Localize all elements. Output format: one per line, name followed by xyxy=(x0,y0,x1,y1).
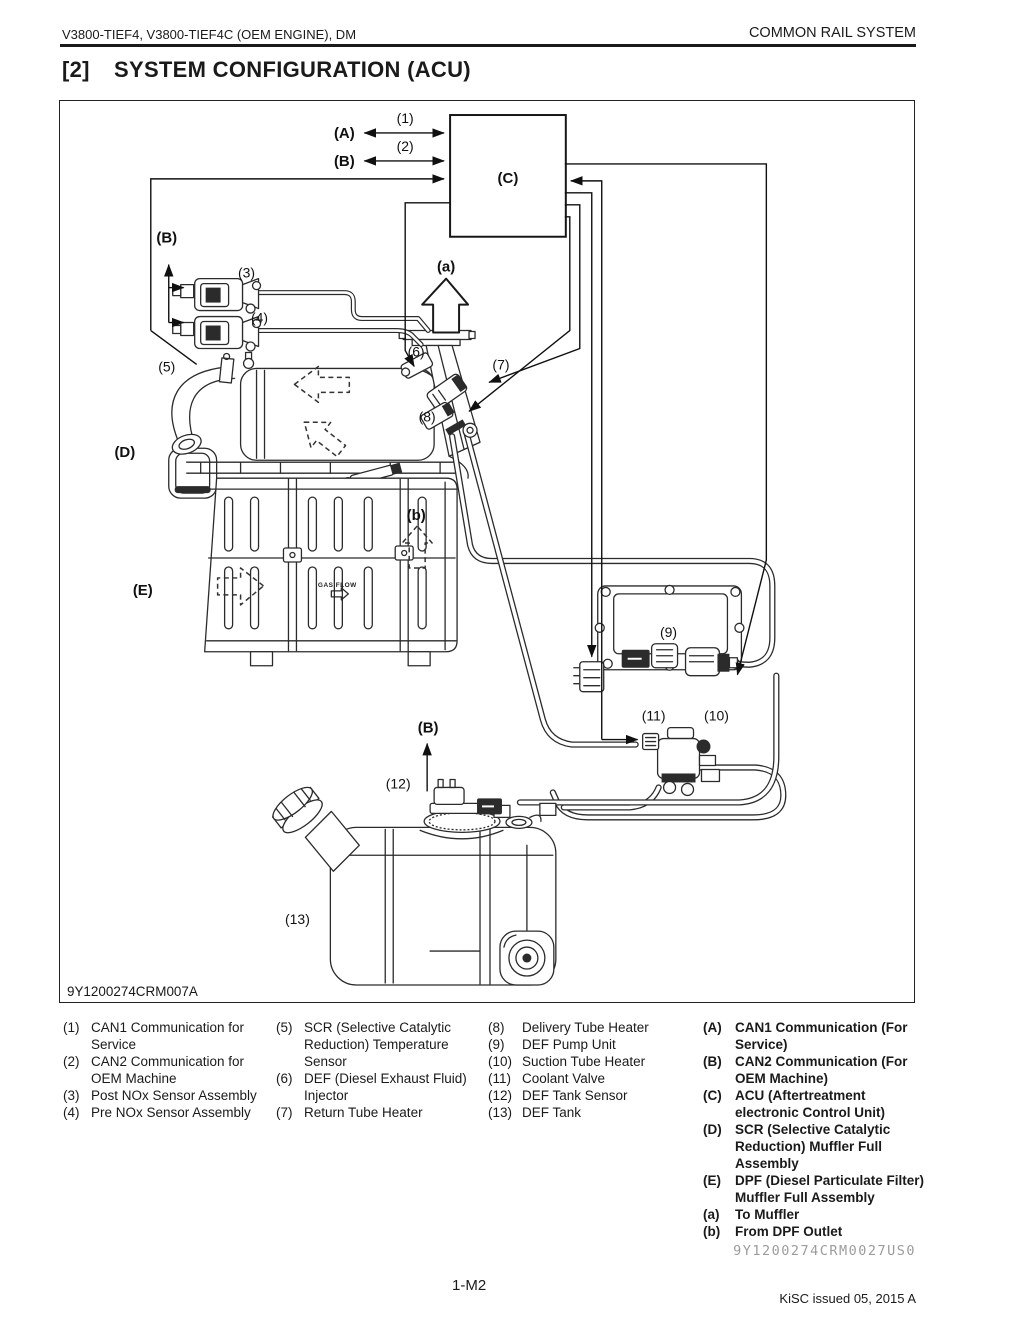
def-tank-drain-boss xyxy=(499,930,555,986)
dpf-muffler-assembly: GAS FLOW xyxy=(204,477,458,667)
legend-item: (12)DEF Tank Sensor xyxy=(488,1088,628,1103)
def-tank-filler-neck xyxy=(304,810,360,872)
callout-3: (3) xyxy=(238,265,255,281)
nox-sensor-pre xyxy=(172,315,262,352)
callout-6: (6) xyxy=(408,343,425,359)
legend-item: (3)Post NOx Sensor Assembly xyxy=(63,1088,257,1103)
legend-item: (11)Coolant Valve xyxy=(488,1071,606,1086)
header-model-text: V3800-TIEF4, V3800-TIEF4C (OEM ENGINE), … xyxy=(62,27,357,42)
gas-flow-dashed-arrow-down xyxy=(303,421,347,458)
legend-item: (13)DEF Tank xyxy=(488,1105,582,1120)
figure-frame: GAS FLOW xyxy=(59,100,915,1003)
callout-12: (12) xyxy=(386,775,411,791)
to-muffler-arrow xyxy=(421,277,470,334)
legend-item: (D)SCR (Selective Catalytic Reduction) M… xyxy=(703,1122,891,1171)
figure-code: 9Y1200274CRM007A xyxy=(67,984,198,999)
header-section-text: COMMON RAIL SYSTEM xyxy=(748,25,916,41)
legend-column-1: (1)CAN1 Communication for Service (2)CAN… xyxy=(63,1019,269,1121)
callout-7: (7) xyxy=(492,356,509,372)
callout-13: (13) xyxy=(285,911,310,927)
legend-item: (A)CAN1 Communication (For Service) xyxy=(703,1020,908,1052)
legend-item: (a)To Muffler xyxy=(703,1207,800,1222)
coolant-valve xyxy=(641,726,721,797)
issue-note: KiSC issued 05, 2015 A xyxy=(779,1291,916,1306)
return-tube-heater xyxy=(426,373,468,410)
page-title-text: SYSTEM CONFIGURATION (ACU) xyxy=(114,57,471,82)
gas-flow-dashed-arrow-right xyxy=(216,567,265,606)
delivery-tube-heater xyxy=(420,401,455,430)
legend-item: (9)DEF Pump Unit xyxy=(488,1037,616,1052)
system-diagram: GAS FLOW xyxy=(67,110,787,999)
dpf-outlet-dashed-arrow xyxy=(401,525,433,569)
pump-connectors xyxy=(573,643,679,693)
callout-a: (a) xyxy=(437,259,455,276)
legend-item: (10)Suction Tube Heater xyxy=(488,1054,646,1069)
callout-b: (b) xyxy=(407,507,426,524)
callout-A: (A) xyxy=(334,125,355,142)
callout-B-sensors: (B) xyxy=(156,230,177,247)
legend-column-4: (A)CAN1 Communication (For Service) (B)C… xyxy=(703,1019,933,1240)
callout-1: (1) xyxy=(397,110,414,126)
page-title-index: [2] xyxy=(62,57,90,82)
callout-4: (4) xyxy=(251,310,268,326)
dpf-fins xyxy=(223,496,427,630)
callout-8: (8) xyxy=(419,408,436,424)
signal-lines xyxy=(150,128,768,792)
gas-flow-label: GAS FLOW xyxy=(318,582,357,589)
def-tank-sensor-unit xyxy=(423,778,557,833)
scr-temperature-sensor xyxy=(242,351,255,370)
header-rule xyxy=(60,44,916,47)
gas-flow-dashed-arrow-left xyxy=(293,365,351,404)
callout-B: (B) xyxy=(334,153,355,170)
acu-box xyxy=(449,114,567,238)
legend-item: (1)CAN1 Communication for Service xyxy=(63,1020,245,1052)
callout-C: (C) xyxy=(498,170,519,187)
def-tank xyxy=(271,786,557,986)
page-number: 1-M2 xyxy=(452,1277,487,1294)
legend-item: (E)DPF (Diesel Particulate Filter) Muffl… xyxy=(703,1173,925,1205)
callout-D: (D) xyxy=(114,444,135,461)
legend-item: (5)SCR (Selective Catalytic Reduction) T… xyxy=(276,1020,452,1069)
legend-item: (2)CAN2 Communication for OEM Machine xyxy=(63,1054,245,1086)
legend-item: (B)CAN2 Communication (For OEM Machine) xyxy=(703,1054,908,1086)
nox-sensor-post xyxy=(172,277,262,314)
callout-labels: (A) (1) (B) (2) (C) (a) (B) (3) (4) (5) … xyxy=(114,110,728,927)
legend-item: (C)ACU (Aftertreatment electronic Contro… xyxy=(703,1088,886,1120)
callout-10: (10) xyxy=(704,708,729,724)
callout-9: (9) xyxy=(660,624,677,640)
callout-2: (2) xyxy=(397,138,414,154)
legend-item: (b)From DPF Outlet xyxy=(703,1224,843,1239)
def-injector xyxy=(400,352,434,379)
legend-column-2: (5)SCR (Selective Catalytic Reduction) T… xyxy=(276,1019,482,1121)
def-tank-breather-cap xyxy=(505,814,542,830)
callout-11: (11) xyxy=(642,708,666,724)
callout-B-tank: (B) xyxy=(418,720,439,737)
legend-column-3: (8)Delivery Tube Heater (9)DEF Pump Unit… xyxy=(488,1019,700,1121)
callout-5: (5) xyxy=(158,358,175,374)
callout-E: (E) xyxy=(133,582,153,599)
legend-item: (7)Return Tube Heater xyxy=(276,1105,423,1120)
gas-flow-mini-arrow xyxy=(330,587,349,601)
watermark-code: 9Y1200274CRM0027US0 xyxy=(733,1243,916,1259)
def-tank-cap xyxy=(271,786,323,834)
legend-item: (8)Delivery Tube Heater xyxy=(488,1020,649,1035)
legend-item: (4)Pre NOx Sensor Assembly xyxy=(63,1105,251,1120)
page-title: [2] SYSTEM CONFIGURATION (ACU) xyxy=(62,57,471,83)
legend-item: (6)DEF (Diesel Exhaust Fluid) Injector xyxy=(276,1071,467,1103)
def-hoses xyxy=(250,290,787,821)
suction-tube-heater xyxy=(684,647,739,677)
